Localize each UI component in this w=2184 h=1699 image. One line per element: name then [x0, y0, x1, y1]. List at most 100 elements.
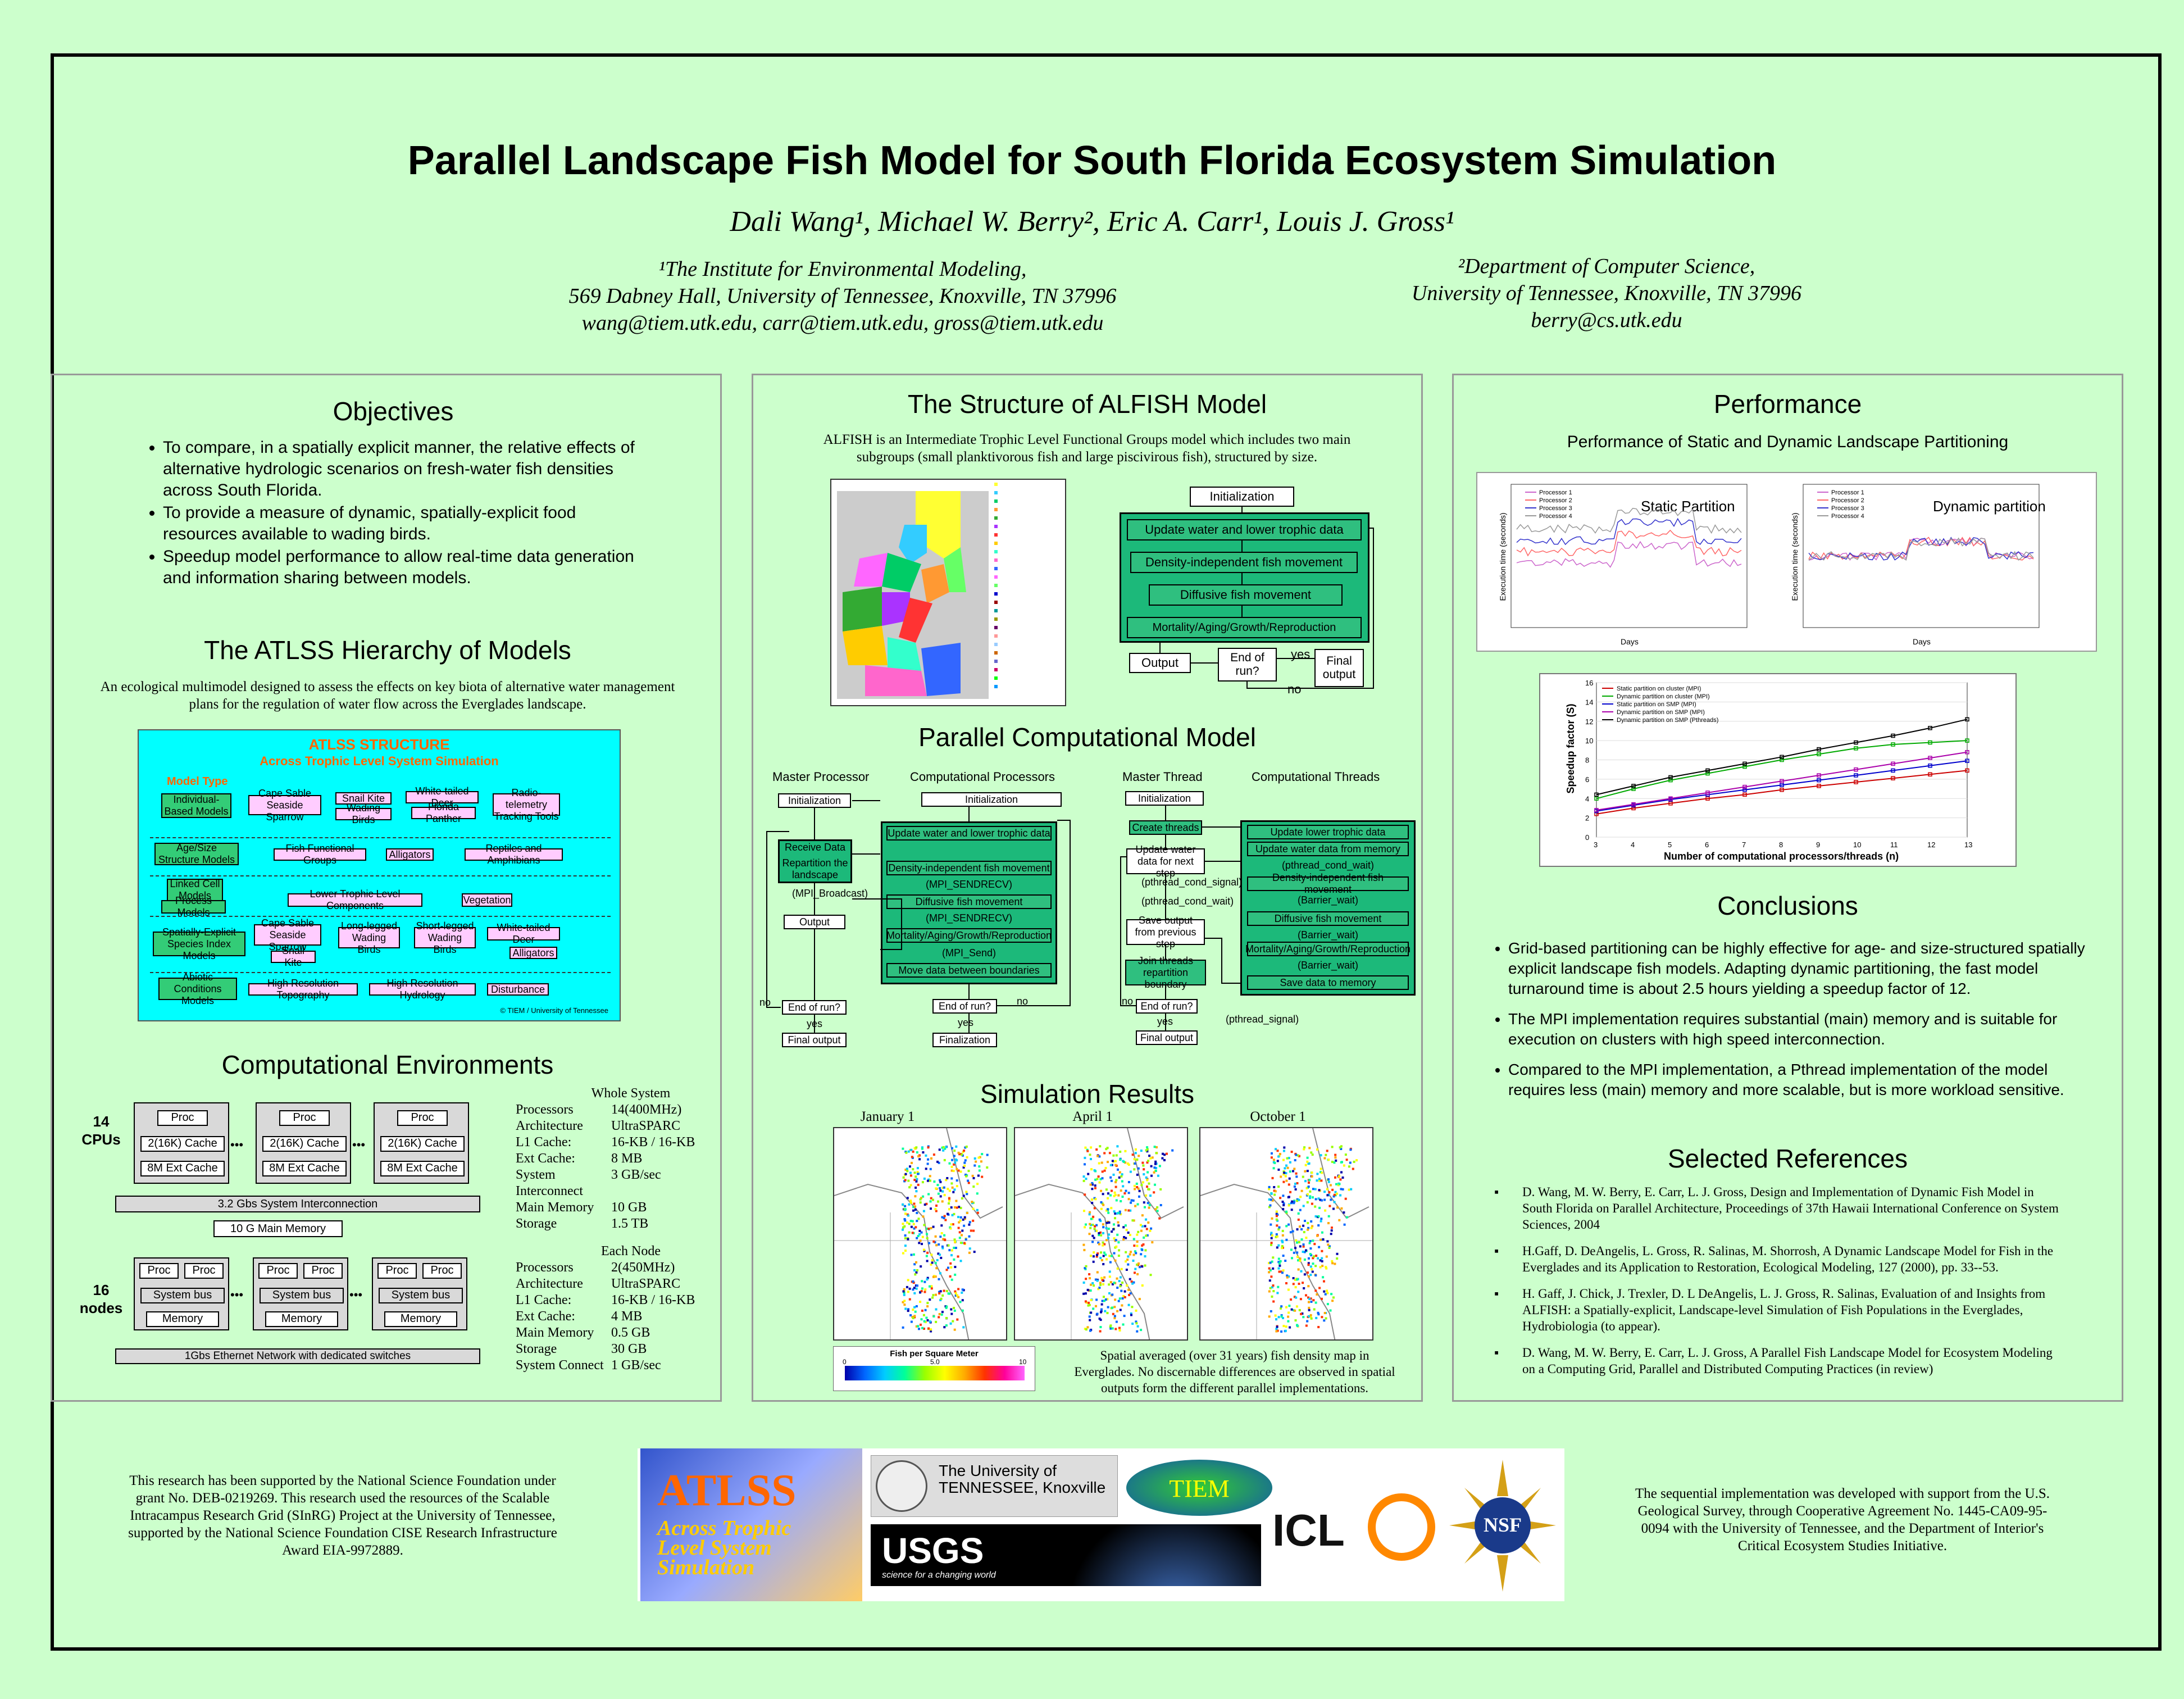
density-cell	[1088, 1315, 1091, 1318]
density-cell	[1270, 1198, 1272, 1201]
density-cell	[1106, 1147, 1109, 1150]
density-cell	[1280, 1270, 1282, 1273]
usgs-logo-sub: science for a changing world	[882, 1570, 996, 1580]
execution-time-series	[1516, 507, 1742, 534]
density-cell	[1318, 1178, 1321, 1180]
density-cell	[962, 1194, 965, 1197]
density-cell	[925, 1168, 927, 1170]
density-cell	[1094, 1187, 1096, 1189]
pth-wait: (pthread_cond_wait)	[1141, 896, 1234, 907]
density-cell	[1330, 1233, 1332, 1235]
coastline	[1015, 1183, 1150, 1339]
density-cell	[1318, 1179, 1321, 1182]
density-cell	[1114, 1181, 1117, 1184]
density-cell	[1331, 1300, 1334, 1302]
density-cell	[1092, 1307, 1095, 1310]
density-cell	[1303, 1273, 1306, 1276]
density-cell	[1309, 1247, 1312, 1250]
speedup-point	[1854, 780, 1858, 784]
sim-map-svg	[1015, 1128, 1187, 1339]
density-cell	[952, 1320, 954, 1323]
density-cell	[947, 1188, 949, 1191]
density-cell	[1323, 1157, 1326, 1160]
density-cell	[909, 1174, 912, 1177]
authors: Dali Wang¹, Michael W. Berry², Eric A. C…	[730, 206, 1454, 238]
speedup-point	[1965, 750, 1969, 755]
density-cell	[1287, 1275, 1290, 1278]
density-cell	[954, 1161, 957, 1164]
density-cell	[912, 1150, 914, 1153]
density-cell	[1103, 1152, 1106, 1155]
density-cell	[1299, 1298, 1302, 1301]
density-cell	[1096, 1155, 1099, 1157]
density-cell	[903, 1303, 906, 1306]
density-cell	[1310, 1254, 1313, 1257]
density-cell	[1145, 1194, 1148, 1197]
ellipsis: •••	[352, 1138, 366, 1152]
density-cell	[942, 1149, 945, 1152]
density-cell	[907, 1310, 909, 1312]
density-cell	[927, 1146, 930, 1149]
density-cell	[1334, 1262, 1336, 1265]
density-cell	[1154, 1183, 1156, 1186]
density-cell	[1276, 1235, 1278, 1238]
density-cell	[1118, 1329, 1121, 1332]
density-cell	[1281, 1247, 1284, 1250]
speedup-point	[1965, 717, 1969, 722]
density-cell	[1095, 1229, 1098, 1232]
density-cell	[954, 1247, 957, 1250]
density-cell	[1099, 1326, 1102, 1328]
density-cell	[1286, 1274, 1289, 1277]
density-cell	[923, 1224, 926, 1226]
density-cell	[1308, 1315, 1310, 1318]
density-cell	[932, 1240, 935, 1243]
speedup-point	[1780, 788, 1784, 792]
density-cell	[1146, 1161, 1149, 1164]
density-cell	[910, 1201, 912, 1204]
atlss-item: Lower Trophic Level Components	[288, 888, 422, 911]
density-cell	[1334, 1176, 1336, 1179]
density-cell	[1116, 1310, 1119, 1312]
pth-save: Save output from previous step	[1126, 915, 1205, 950]
density-cell	[1086, 1150, 1089, 1152]
speedup-point	[1928, 772, 1932, 777]
separator	[150, 875, 611, 876]
density-cell	[1270, 1156, 1273, 1159]
density-cell	[916, 1211, 918, 1214]
density-cell	[1318, 1206, 1321, 1209]
density-cell	[1097, 1241, 1100, 1244]
density-cell	[1307, 1285, 1310, 1288]
density-cell	[1350, 1188, 1353, 1191]
density-cell	[1297, 1259, 1299, 1262]
density-cell	[1340, 1188, 1343, 1191]
mpi-repartition: Repartition the landscape	[782, 857, 848, 880]
density-cell	[957, 1151, 960, 1154]
density-cell	[1286, 1166, 1289, 1169]
density-cell	[910, 1320, 913, 1323]
execution-time-series	[1808, 537, 2034, 561]
density-cell	[1127, 1192, 1130, 1194]
density-cell	[1320, 1179, 1323, 1182]
density-cell	[1085, 1301, 1088, 1304]
density-cell	[1321, 1265, 1324, 1268]
density-cell	[914, 1175, 917, 1178]
legend-entry: Processor 1	[1831, 489, 1864, 496]
density-cell	[1102, 1263, 1105, 1265]
density-cell	[1343, 1164, 1345, 1167]
density-cell	[930, 1285, 933, 1288]
density-cell	[1300, 1238, 1303, 1241]
density-cell	[1294, 1188, 1297, 1191]
density-cell	[1120, 1268, 1123, 1270]
density-cell	[1281, 1271, 1284, 1274]
abiotic-conditions-models: Abiotic Conditions Models	[158, 971, 237, 1006]
density-cell	[1335, 1183, 1337, 1185]
density-cell	[1297, 1212, 1300, 1215]
ext-cache-box: 8M Ext Cache	[262, 1161, 347, 1176]
density-cell	[919, 1239, 922, 1242]
speedup-series-line	[1596, 740, 1968, 799]
density-cell	[1290, 1248, 1293, 1251]
density-cell	[1082, 1175, 1085, 1178]
density-cell	[1111, 1164, 1113, 1166]
atlss-item: Radio-telemetry Tracking Tools	[493, 787, 560, 822]
density-cell	[1171, 1149, 1174, 1152]
